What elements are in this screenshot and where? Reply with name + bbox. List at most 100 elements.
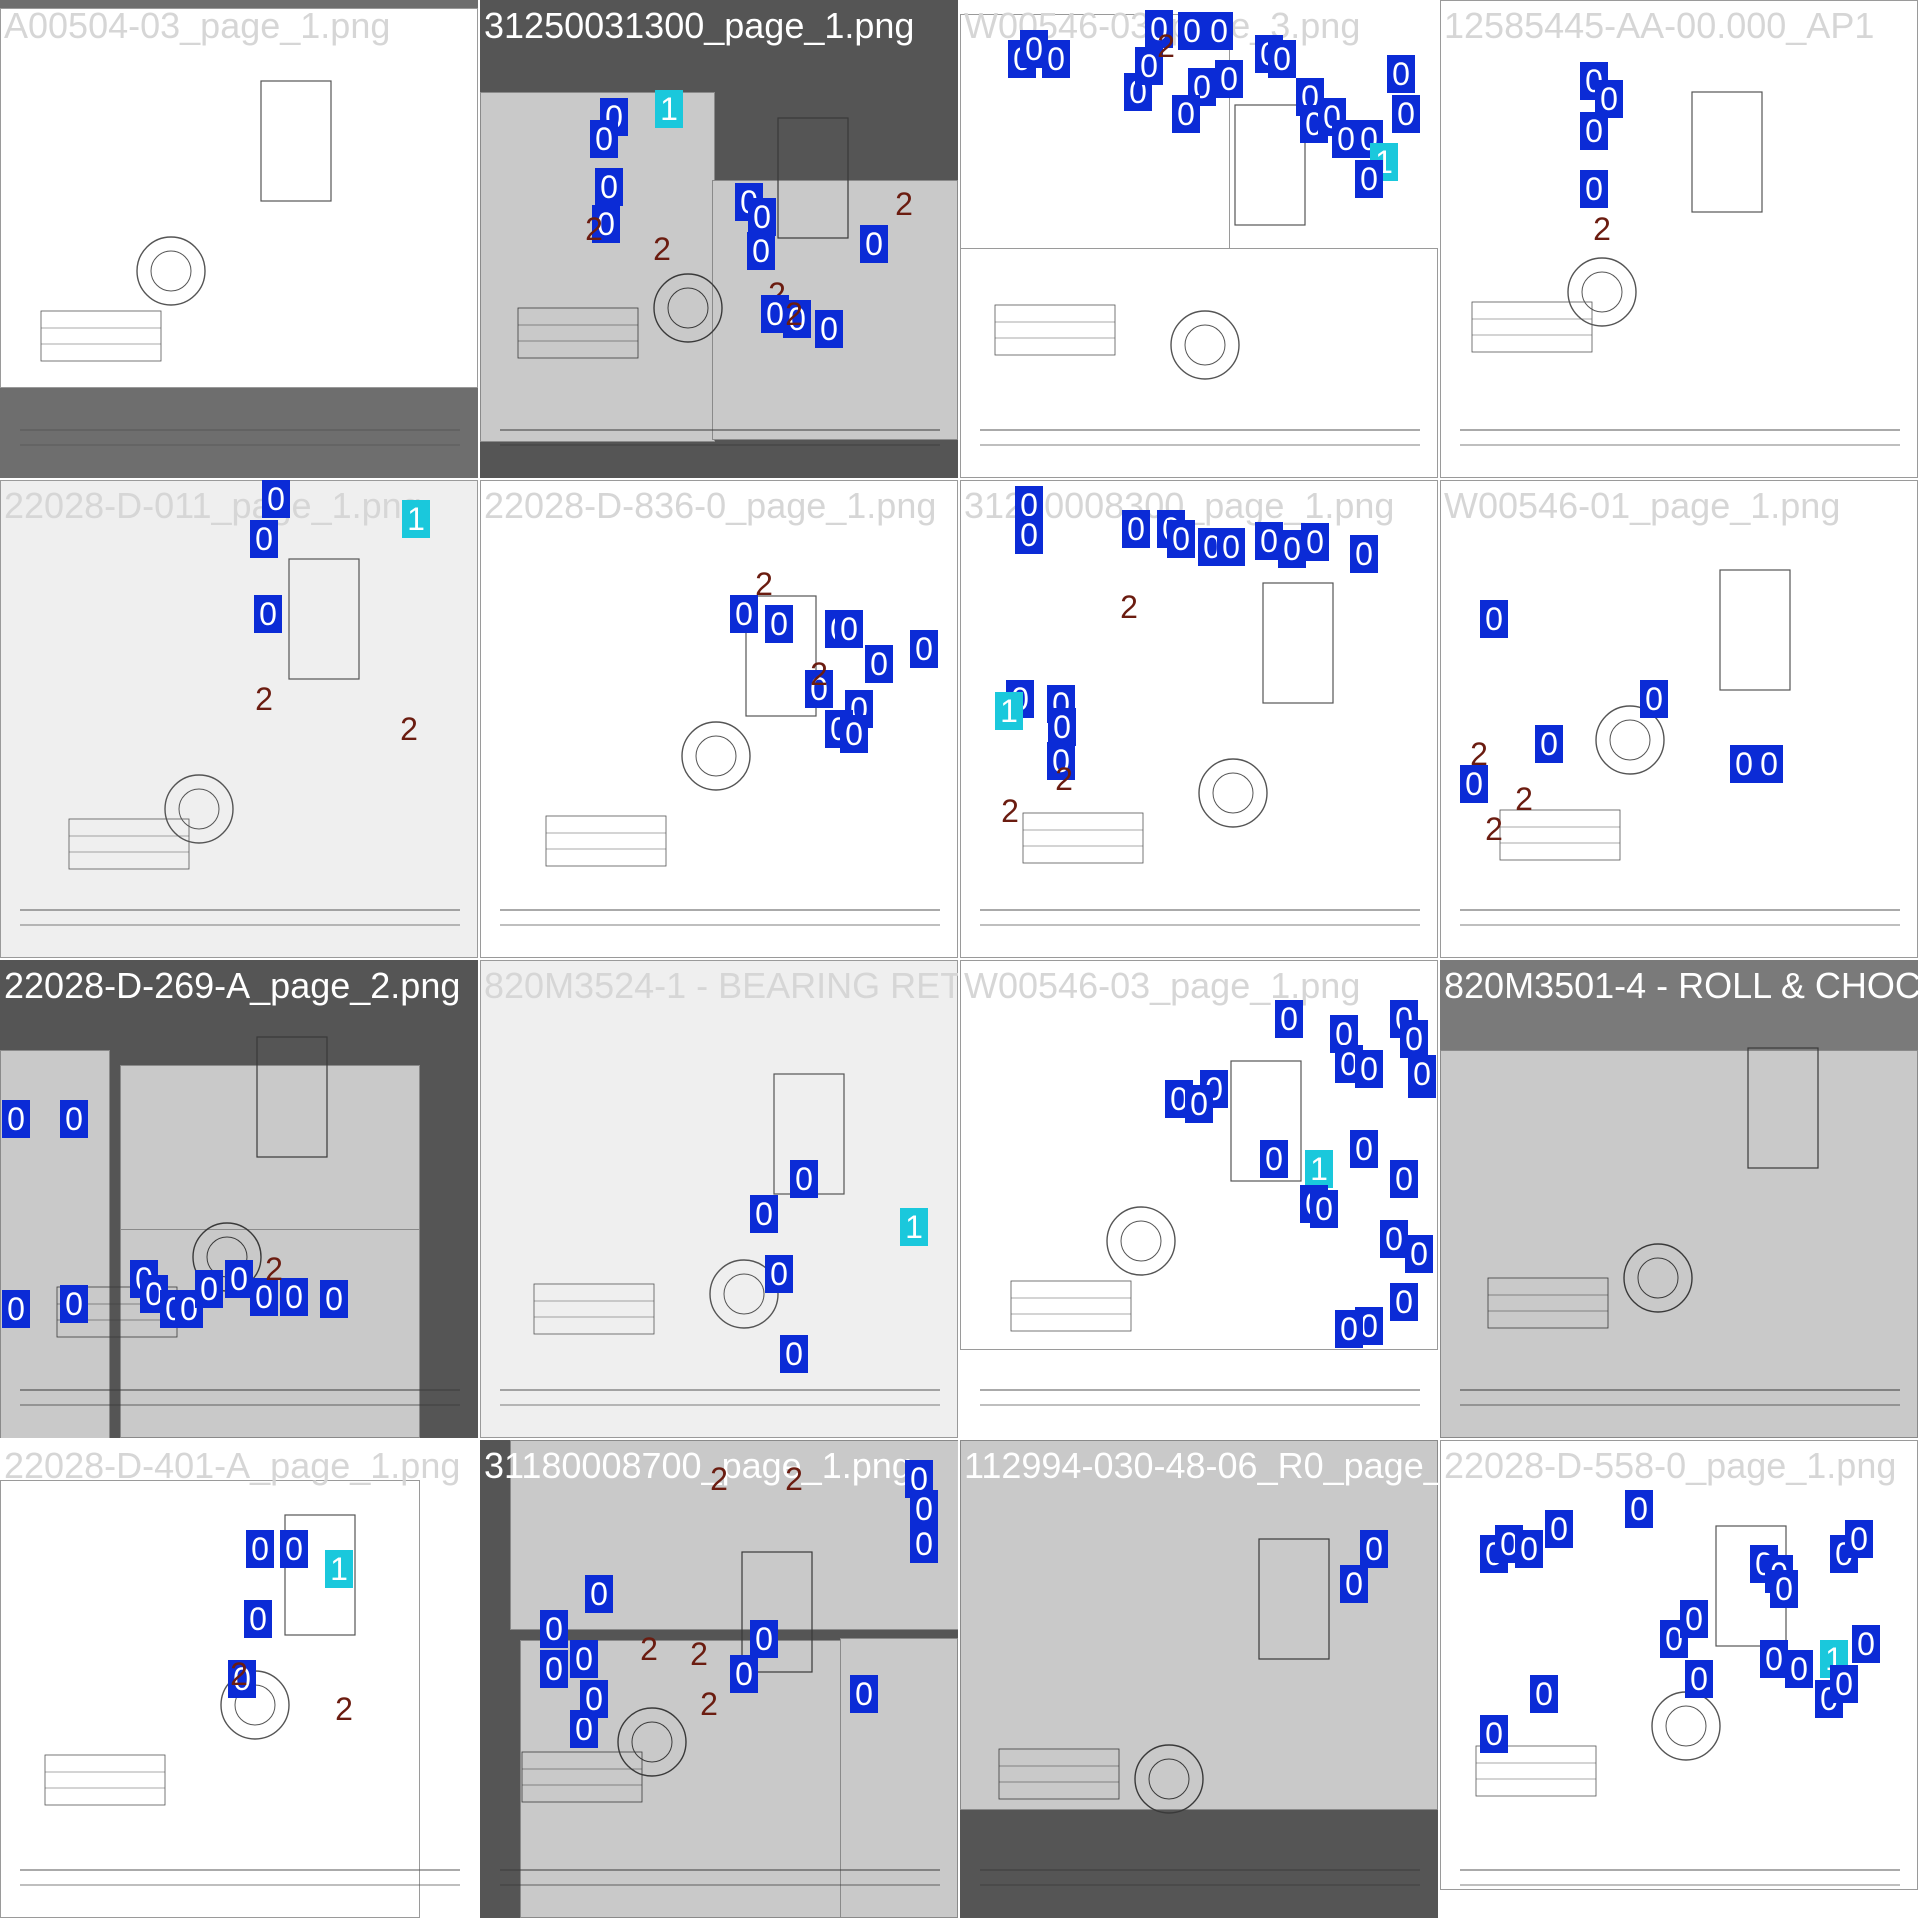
tile-filename: 31180008700_page_1.png (484, 1445, 912, 1486)
class-marker-0: 0 (1355, 1050, 1383, 1088)
class-marker-0: 0 (195, 1270, 223, 1308)
technical-drawing (980, 1538, 1420, 1886)
class-marker-0: 0 (225, 1260, 253, 1298)
drawing-sheet (0, 480, 478, 958)
class-marker-0: 0 (750, 1195, 778, 1233)
class-marker-0: 0 (1580, 170, 1608, 208)
technical-drawing (500, 1551, 940, 1886)
class-marker-0: 0 (320, 1280, 348, 1318)
image-tile[interactable]: 22028-D-558-0_page_1.png0000000000000000… (1440, 1440, 1918, 1918)
class-marker-0: 0 (1480, 1715, 1508, 1753)
class-marker-0: 0 (730, 1655, 758, 1693)
class-marker-0: 0 (250, 1278, 278, 1316)
class-marker-0: 0 (1301, 523, 1329, 561)
class-marker-2: 2 (1001, 793, 1019, 829)
image-tile[interactable]: W00546-03_page_3.png00000020000000000001… (960, 0, 1438, 478)
class-marker-2: 2 (690, 1636, 708, 1672)
class-marker-0: 0 (1545, 1510, 1573, 1548)
class-marker-0: 0 (1015, 516, 1043, 554)
drawing-sheet (960, 1440, 1438, 1810)
class-marker-0: 0 (1215, 60, 1243, 98)
class-marker-0: 0 (1400, 1020, 1428, 1058)
class-marker-0: 0 (1405, 1235, 1433, 1273)
class-marker-0: 0 (850, 1675, 878, 1713)
class-marker-2: 2 (1470, 736, 1488, 772)
technical-drawing (980, 582, 1420, 926)
class-marker-0: 0 (748, 198, 776, 236)
class-marker-1: 1 (1305, 1150, 1333, 1188)
tile-filename: A00504-03_page_1.png (4, 5, 391, 46)
tile-filename: 22028-D-558-0_page_1.png (1444, 1445, 1897, 1486)
image-tile[interactable]: 820M3524-1 - BEARING RETAINER_page_1.png… (480, 960, 958, 1438)
class-marker-2: 2 (255, 681, 273, 717)
image-tile[interactable]: 31250008300_page_1.png000020000000010002… (960, 480, 1438, 958)
drawing-sheet (1440, 480, 1918, 958)
drawing-sheet (1440, 1050, 1918, 1438)
class-marker-0: 0 (1135, 47, 1163, 85)
image-tile[interactable]: A00504-03_page_1.png (0, 0, 478, 478)
class-marker-0: 0 (1515, 1530, 1543, 1568)
tile-filename: 22028-D-836-0_page_1.png (484, 485, 937, 526)
class-marker-0: 0 (910, 630, 938, 668)
class-marker-1: 1 (995, 692, 1023, 730)
class-marker-2: 2 (1157, 28, 1175, 64)
class-marker-2: 2 (335, 1691, 353, 1727)
class-marker-0: 0 (1845, 1520, 1873, 1558)
image-tile[interactable]: 820M3501-4 - ROLL & CHOCK (1440, 960, 1918, 1438)
class-marker-2: 2 (585, 211, 603, 247)
technical-drawing (1460, 1047, 1900, 1406)
class-marker-0: 0 (1580, 112, 1608, 150)
tile-filename: 22028-D-401-A_page_1.png (4, 1445, 461, 1486)
class-marker-0: 0 (1172, 95, 1200, 133)
class-marker-0: 0 (1685, 1660, 1713, 1698)
class-marker-0: 0 (1275, 1000, 1303, 1038)
drawing-sheet (120, 1228, 420, 1438)
class-marker-0: 0 (780, 1335, 808, 1373)
class-marker-0: 0 (765, 605, 793, 643)
tile-filename: 112994-030-48-06_R0_page_1.png (964, 1445, 1438, 1486)
class-marker-0: 0 (228, 1660, 256, 1698)
class-marker-0: 0 (280, 1278, 308, 1316)
technical-drawing (20, 1036, 460, 1406)
class-marker-0: 0 (592, 205, 620, 243)
tile-filename: 12585445-AA-00.000_AP1 (1444, 5, 1875, 46)
class-marker-2: 2 (1593, 211, 1611, 247)
class-marker-2: 2 (700, 1686, 718, 1722)
image-tile[interactable]: 22028-D-836-0_page_1.png200000200000 (480, 480, 958, 958)
class-marker-0: 0 (60, 1100, 88, 1138)
class-marker-0: 0 (1355, 160, 1383, 198)
class-marker-0: 0 (1595, 80, 1623, 118)
class-marker-0: 0 (1350, 535, 1378, 573)
tile-filename: 820M3524-1 - BEARING RETAINER_page_1.png (484, 965, 958, 1006)
image-tile[interactable]: W00546-03_page_1.png00000000000010000000… (960, 960, 1438, 1438)
image-tile[interactable]: 31250031300_page_1.png01000220002020002 (480, 0, 958, 478)
class-marker-0: 0 (835, 610, 863, 648)
technical-drawing (500, 595, 940, 926)
class-marker-0: 0 (1310, 1190, 1338, 1228)
technical-drawing (1460, 1525, 1900, 1886)
technical-drawing (1460, 569, 1900, 926)
class-marker-0: 0 (540, 1610, 568, 1648)
class-marker-2: 2 (785, 296, 803, 332)
drawing-sheet (480, 960, 958, 1438)
class-marker-0: 0 (580, 1680, 608, 1718)
class-marker-2: 2 (400, 711, 418, 747)
class-marker-0: 0 (1048, 708, 1076, 746)
class-marker-0: 0 (1205, 12, 1233, 50)
image-tile[interactable]: 22028-D-269-A_page_2.png00000000000002 (0, 960, 478, 1438)
class-marker-0: 0 (585, 1575, 613, 1613)
class-marker-0: 0 (540, 1650, 568, 1688)
class-marker-0: 0 (747, 232, 775, 270)
class-marker-0: 0 (2, 1290, 30, 1328)
class-marker-0: 0 (1408, 1055, 1436, 1093)
class-marker-2: 2 (755, 566, 773, 602)
class-marker-0: 0 (1535, 725, 1563, 763)
class-marker-0: 0 (250, 520, 278, 558)
class-marker-0: 0 (1387, 55, 1415, 93)
